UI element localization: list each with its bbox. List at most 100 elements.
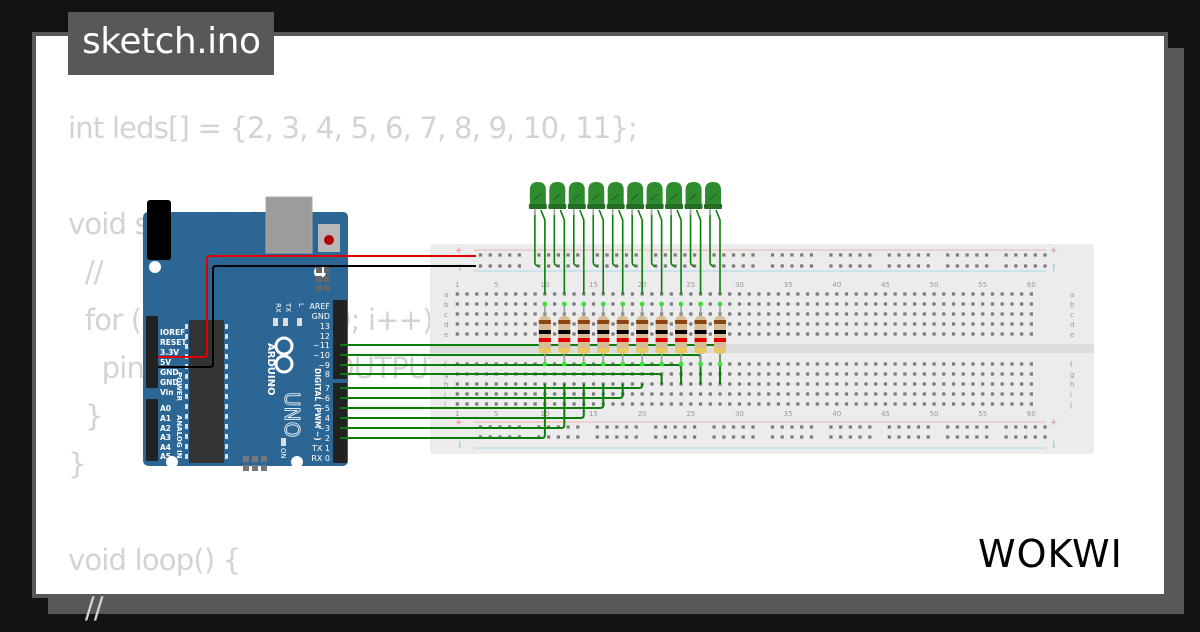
connection-dot (698, 361, 703, 367)
breadboard-hole (1020, 292, 1024, 296)
breadboard-hole (893, 332, 897, 336)
led-die (572, 193, 581, 201)
rail-hole (722, 425, 726, 429)
breadboard-hole (553, 392, 557, 396)
breadboard-hole (913, 292, 917, 296)
breadboard-hole (523, 382, 528, 386)
breadboard-hole (981, 322, 985, 326)
breadboard-hole (971, 332, 975, 336)
rail-hole (634, 435, 638, 439)
rail-hole (547, 264, 551, 268)
breadboard-hole (942, 382, 946, 386)
breadboard-hole (591, 402, 596, 406)
breadboard-hole (913, 332, 917, 336)
breadboard-hole (883, 292, 888, 296)
resistor-band (714, 320, 727, 324)
analog-pin-label: A3 (160, 433, 171, 442)
breadboard-hole (1000, 322, 1004, 326)
breadboard-hole (786, 292, 790, 296)
breadboard-hole (708, 302, 712, 306)
breadboard-hole (465, 312, 469, 316)
breadboard-hole (533, 382, 537, 386)
code-line: void loop() { (68, 543, 241, 577)
rail-hole (615, 425, 619, 429)
rail-hole (673, 435, 677, 439)
breadboard-hole (747, 302, 751, 306)
breadboard-hole (728, 372, 732, 376)
breadboard-hole (767, 372, 771, 376)
resistor-band (558, 338, 571, 342)
rail-hole (926, 425, 930, 429)
wire-pin-3 (340, 384, 566, 429)
breadboard-hole (1029, 382, 1033, 386)
rail-hole (605, 435, 609, 439)
breadboard-hole (844, 402, 849, 406)
breadboard-hole (864, 372, 868, 376)
breadboard-hole (913, 402, 917, 406)
breadboard-hole (796, 392, 800, 396)
breadboard-hole (961, 382, 965, 386)
breadboard-hole (757, 312, 761, 316)
chip-pin (225, 414, 228, 419)
breadboard-hole (864, 392, 868, 396)
breadboard-hole (484, 392, 489, 396)
wokwi-wordmark: WOKWI (978, 532, 1123, 576)
rail-hole (829, 264, 833, 268)
breadboard-hole (776, 312, 780, 316)
chip-pin (185, 414, 188, 419)
rail-hole (839, 253, 843, 257)
digital-pin-label: TX 1 (311, 444, 330, 453)
rail-hole (1043, 253, 1047, 257)
breadboard-hole (630, 332, 635, 336)
breadboard-hole (1010, 382, 1014, 386)
led-leg-top (553, 208, 556, 215)
led-cathode-leg (534, 210, 539, 267)
breadboard-hole (455, 382, 459, 386)
column-label: 40 (832, 281, 841, 289)
rail-minus-mark (1053, 441, 1055, 448)
breadboard-hole (484, 302, 489, 306)
breadboard-hole (737, 392, 742, 396)
rail-hole (673, 253, 677, 257)
breadboard-hole (572, 382, 576, 386)
breadboard-hole (737, 402, 742, 406)
breadboard-hole (757, 362, 761, 366)
resistor-band (558, 320, 571, 324)
breadboard-hole (747, 402, 751, 406)
breadboard-hole (533, 332, 537, 336)
breadboard-hole (1029, 332, 1033, 336)
analog-pin-label: A0 (160, 404, 171, 413)
breadboard-hole (796, 292, 800, 296)
file-tab[interactable]: sketch.ino (68, 12, 275, 75)
breadboard-hole (786, 322, 790, 326)
rail-hole (868, 264, 872, 268)
breadboard-hole (757, 322, 761, 326)
breadboard-hole (786, 332, 790, 336)
wire-pin-2 (340, 384, 546, 439)
breadboard-hole (796, 322, 800, 326)
breadboard-hole (533, 322, 537, 326)
row-label: c (1070, 311, 1074, 319)
breadboard-hole (591, 332, 596, 336)
breadboard-hole (669, 302, 673, 306)
breadboard-hole (465, 332, 469, 336)
breadboard-hole (903, 362, 907, 366)
breadboard-hole (854, 392, 858, 396)
breadboard-hole (932, 312, 936, 316)
breadboard-hole (786, 312, 790, 316)
rail-hole (858, 264, 862, 268)
breadboard-hole (874, 332, 878, 336)
rail-hole (868, 435, 872, 439)
breadboard-hole (533, 312, 537, 316)
breadboard-hole (883, 302, 888, 306)
analog-pin-label: A2 (160, 424, 171, 433)
arduino-logo-loop (274, 354, 294, 374)
rail-hole (693, 264, 697, 268)
breadboard-hole (708, 402, 712, 406)
code-line: } (68, 399, 103, 433)
rail-hole (848, 253, 852, 257)
column-label: 30 (735, 281, 744, 289)
breadboard-hole (971, 392, 975, 396)
rail-hole (848, 264, 852, 268)
